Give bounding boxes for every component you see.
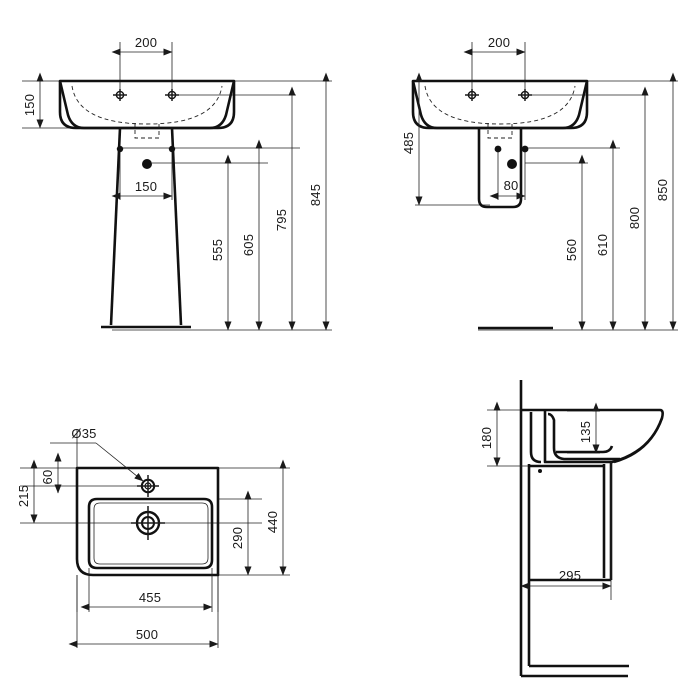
- v1-dim-150-height-label: 150: [22, 94, 37, 116]
- v2-half-pedestal: [477, 128, 523, 209]
- v3-dim-455-label: 455: [139, 590, 161, 605]
- v2-dim-80: 80: [489, 178, 526, 200]
- v1-fixing-point-right: [168, 145, 176, 153]
- view-front-half-pedestal: 200 485 80 560 610 800 850: [401, 35, 678, 331]
- v1-dim-150-height: 150: [22, 72, 44, 129]
- v3-waste-outlet: [131, 506, 165, 540]
- v1-basin-outline: [58, 79, 236, 130]
- v1-dim-555-label: 555: [210, 239, 225, 261]
- v3-dim-440-label: 440: [265, 511, 280, 533]
- v2-dim-200-label: 200: [488, 35, 510, 50]
- view-top-plan: Ø35 60 215 290 440 455: [16, 426, 290, 648]
- v1-bowl-dashed: [71, 85, 223, 125]
- v1-trap-dashed: [134, 123, 160, 139]
- v4-waste-point: [538, 469, 542, 473]
- v2-dim-485-label: 485: [401, 132, 416, 154]
- v1-pedestal: [101, 127, 191, 329]
- v3-dim-290-label: 290: [230, 527, 245, 549]
- v3-tap-hole: [137, 475, 159, 497]
- v1-dim-555: 555: [210, 154, 232, 331]
- v1-tap-hole-right: [165, 89, 179, 101]
- view-side-section: 180 135 295: [479, 380, 664, 678]
- v3-basin-outline: [75, 466, 220, 577]
- v2-fixing-point-left: [494, 145, 502, 153]
- v2-dim-610: 610: [595, 139, 617, 331]
- v1-dim-845: 845: [308, 72, 330, 331]
- v3-dim-215: 215: [16, 459, 38, 524]
- v3-dim-60-label: 60: [40, 470, 55, 485]
- v2-dim-800-label: 800: [627, 207, 642, 229]
- v2-dim-485: 485: [401, 72, 423, 206]
- v2-tap-hole-left: [465, 89, 479, 101]
- v2-dim-850: 850: [655, 72, 677, 331]
- v4-dim-135: 135: [578, 402, 600, 454]
- v1-dim-795: 795: [274, 86, 296, 331]
- v3-dim-215-label: 215: [16, 485, 31, 507]
- v1-dim-200-label: 200: [135, 35, 157, 50]
- v2-waste-outlet: [507, 159, 517, 169]
- v4-basin-profile: [521, 408, 664, 464]
- view-front-full-pedestal: 200 150 150 555 605 795 84: [22, 35, 332, 331]
- v1-waste-outlet: [142, 159, 152, 169]
- v3-bowl-outline: [87, 497, 214, 570]
- v4-dim-295-label: 295: [559, 568, 581, 583]
- v1-dim-795-label: 795: [274, 209, 289, 231]
- v2-tap-hole-right: [518, 89, 532, 101]
- v4-dim-295: 295: [520, 462, 612, 600]
- v1-tap-hole-left: [113, 89, 127, 101]
- v1-dim-605: 605: [241, 139, 263, 331]
- v4-dim-135-label: 135: [578, 421, 593, 443]
- v3-dim-455: 455: [80, 568, 213, 612]
- v1-dim-845-label: 845: [308, 184, 323, 206]
- v3-dim-500-label: 500: [136, 627, 158, 642]
- v2-dim-560-label: 560: [564, 239, 579, 261]
- v2-trap-dashed: [487, 123, 513, 139]
- v2-basin-outline: [411, 79, 589, 130]
- v3-dim-60: 60: [40, 452, 62, 494]
- v1-dim-150-width: 150: [111, 179, 173, 200]
- v2-dim-610-label: 610: [595, 234, 610, 256]
- v3-bowl-inner-line: [93, 502, 209, 565]
- v4-dim-180-label: 180: [479, 427, 494, 449]
- v2-dim-200: 200: [463, 35, 526, 56]
- v3-dim-500: 500: [68, 627, 219, 648]
- v2-dim-850-label: 850: [655, 179, 670, 201]
- v1-dim-150-width-label: 150: [135, 179, 157, 194]
- v1-dim-200: 200: [111, 35, 173, 56]
- v3-dim-290: 290: [230, 490, 252, 576]
- v2-fixing-point-right: [521, 145, 529, 153]
- v2-dim-80-label: 80: [504, 178, 519, 193]
- v2-bowl-dashed: [424, 85, 576, 125]
- v2-dim-800: 800: [627, 86, 649, 331]
- v3-dim-440: 440: [265, 459, 287, 576]
- v3-dim-d35-label: Ø35: [71, 426, 96, 441]
- v1-fixing-point-left: [116, 145, 124, 153]
- v4-dim-180: 180: [479, 401, 501, 467]
- v3-leader-d35: Ø35: [50, 426, 144, 482]
- v2-dim-560: 560: [564, 154, 586, 331]
- v1-dim-605-label: 605: [241, 234, 256, 256]
